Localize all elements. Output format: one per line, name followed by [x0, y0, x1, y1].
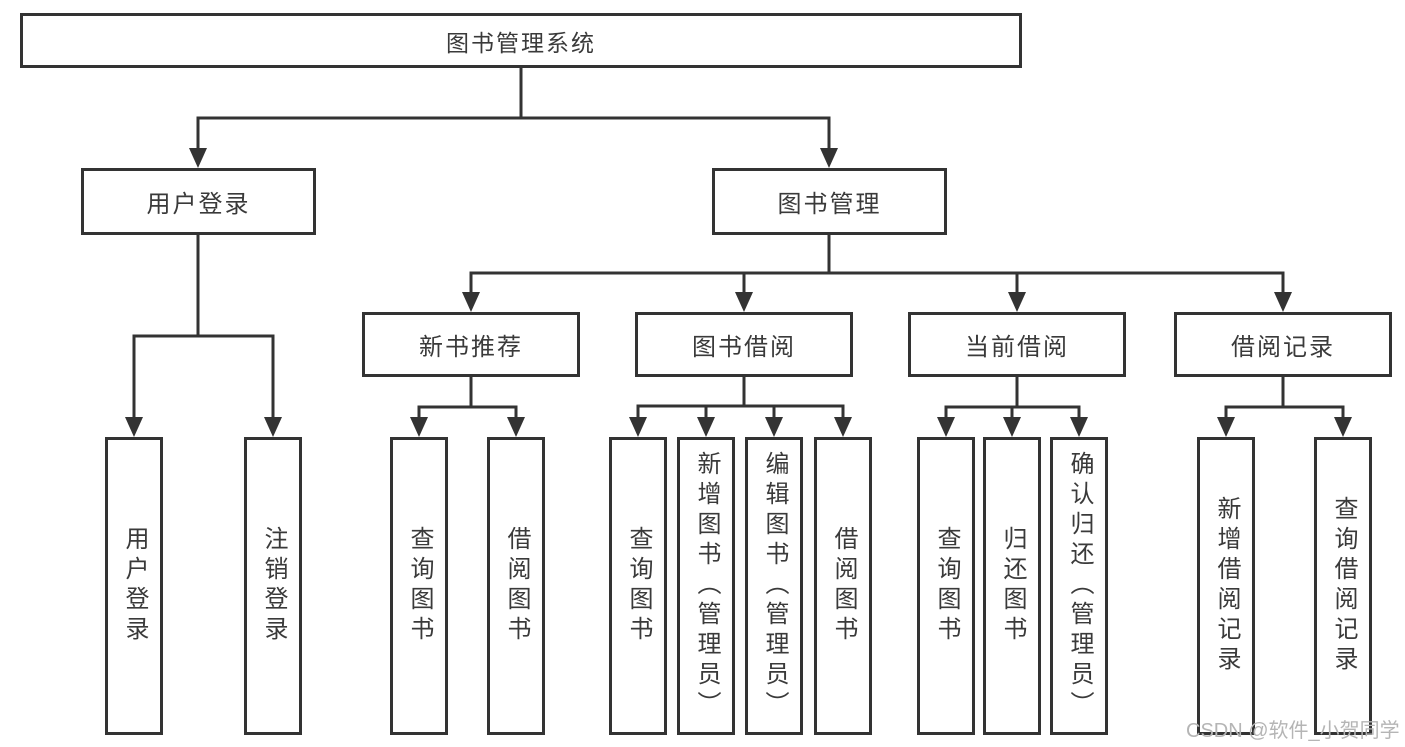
leaf-add-book-admin: 新增图书（管理员） [677, 437, 735, 735]
node-root-library-system: 图书管理系统 [20, 13, 1022, 68]
leaf-borrow-books-borrow: 借阅图书 [814, 437, 872, 735]
node-label: 编辑图书（管理员） [761, 451, 788, 721]
node-label: 归还图书 [999, 526, 1026, 646]
node-borrow-records: 借阅记录 [1174, 312, 1392, 377]
leaf-query-books-borrow: 查询图书 [609, 437, 667, 735]
arrowhead-down-icon [629, 417, 647, 437]
node-user-login: 用户登录 [81, 168, 316, 235]
arrowhead-down-icon [125, 417, 143, 437]
node-label: 查询图书 [933, 526, 960, 646]
leaf-add-borrow-record: 新增借阅记录 [1197, 437, 1255, 735]
arrowhead-down-icon [507, 417, 525, 437]
node-label: 用户登录 [146, 191, 251, 218]
node-label: 新增图书（管理员） [693, 451, 720, 721]
node-label: 查询借阅记录 [1330, 496, 1357, 676]
node-label: 注销登录 [260, 526, 287, 646]
arrowhead-down-icon [189, 148, 207, 168]
node-label: 当前借阅 [965, 334, 1069, 361]
csdn-watermark: CSDN @软件_小贺同学 [1186, 720, 1400, 742]
node-label: 借阅记录 [1231, 334, 1335, 361]
leaf-query-borrow-record: 查询借阅记录 [1314, 437, 1372, 735]
arrowhead-down-icon [1008, 292, 1026, 312]
node-new-book-recommend: 新书推荐 [362, 312, 580, 377]
arrowhead-down-icon [1274, 292, 1292, 312]
node-label: 确认归还（管理员） [1066, 451, 1093, 721]
node-current-borrow: 当前借阅 [908, 312, 1126, 377]
leaf-query-books-current: 查询图书 [917, 437, 975, 735]
leaf-edit-book-admin: 编辑图书（管理员） [745, 437, 803, 735]
arrowhead-down-icon [765, 417, 783, 437]
node-label: 图书管理 [777, 191, 882, 218]
leaf-return-books: 归还图书 [983, 437, 1041, 735]
connector-borrow-records-children [1217, 377, 1352, 437]
arrowhead-down-icon [834, 417, 852, 437]
leaf-borrow-books-recommend: 借阅图书 [487, 437, 545, 735]
arrowhead-down-icon [820, 148, 838, 168]
connector-book-borrow-children [629, 377, 852, 437]
node-label: 图书借阅 [692, 334, 796, 361]
arrowhead-down-icon [1334, 417, 1352, 437]
arrowhead-down-icon [410, 417, 428, 437]
node-label: 借阅图书 [830, 526, 857, 646]
arrowhead-down-icon [462, 292, 480, 312]
node-label: 查询图书 [406, 526, 433, 646]
arrowhead-down-icon [264, 417, 282, 437]
leaf-logout: 注销登录 [244, 437, 302, 735]
node-book-management: 图书管理 [712, 168, 947, 235]
connector-new-book-recommend-children [410, 377, 525, 437]
connector-user-login-children [125, 235, 282, 437]
arrowhead-down-icon [937, 417, 955, 437]
connector-book-management-children [462, 235, 1292, 312]
connector-current-borrow-children [937, 377, 1088, 437]
node-label: 借阅图书 [503, 526, 530, 646]
node-label: 用户登录 [121, 526, 148, 646]
node-label: 图书管理系统 [446, 29, 596, 56]
arrowhead-down-icon [735, 292, 753, 312]
leaf-query-books-recommend: 查询图书 [390, 437, 448, 735]
arrowhead-down-icon [697, 417, 715, 437]
node-label: 查询图书 [625, 526, 652, 646]
node-book-borrow: 图书借阅 [635, 312, 853, 377]
connector-root-to-level1 [189, 68, 838, 168]
arrowhead-down-icon [1070, 417, 1088, 437]
node-label: 新书推荐 [419, 334, 523, 361]
leaf-confirm-return-admin: 确认归还（管理员） [1050, 437, 1108, 735]
leaf-user-login: 用户登录 [105, 437, 163, 735]
arrowhead-down-icon [1003, 417, 1021, 437]
node-label: 新增借阅记录 [1213, 496, 1240, 676]
arrowhead-down-icon [1217, 417, 1235, 437]
